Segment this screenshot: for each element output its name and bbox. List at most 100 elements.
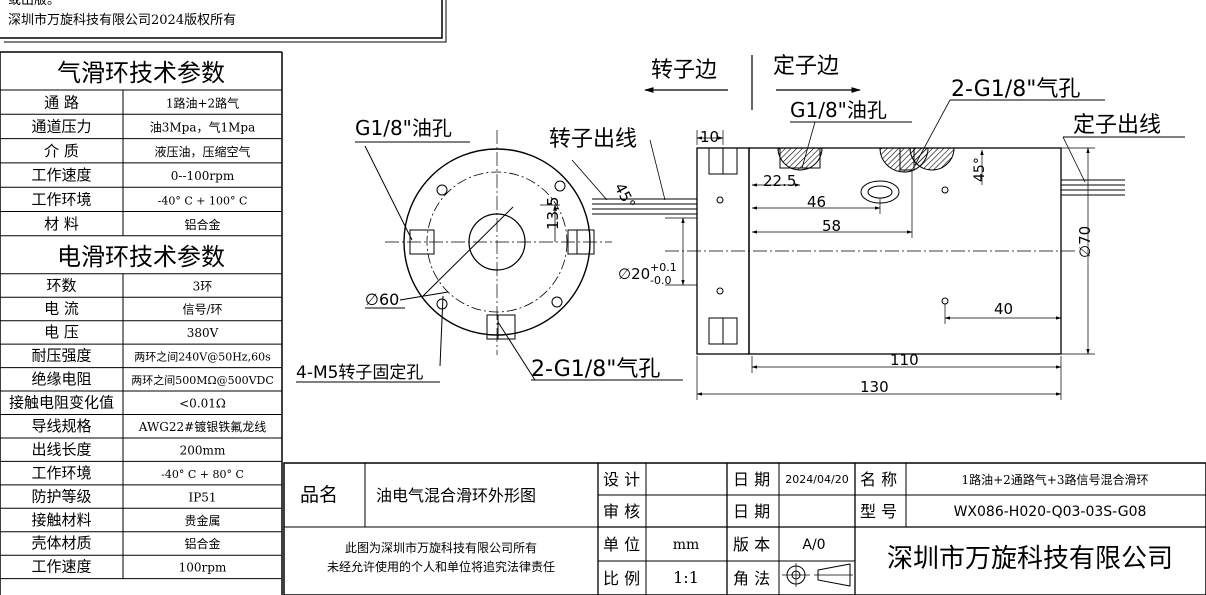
spec-label: 导线规格 xyxy=(31,417,91,435)
bolt-hole xyxy=(436,298,448,310)
dim-d60-label: ∅60 xyxy=(365,290,399,309)
company-name: 深圳市万旋科技有限公司 xyxy=(887,544,1173,574)
spec-label: 防护等级 xyxy=(31,487,91,505)
model-value: WX086-H020-Q03-03S-G08 xyxy=(954,504,1147,520)
elec_section-title: 电滑环技术参数 xyxy=(57,243,225,271)
dim-10-label: 10 xyxy=(700,128,719,146)
spec-value: 3环 xyxy=(193,279,213,293)
front-view xyxy=(364,130,697,381)
spec-value: 贵金属 xyxy=(184,513,220,528)
name-value: 1路油+2通路气+3路信号混合滑环 xyxy=(961,472,1148,487)
bolt-hole xyxy=(554,180,566,192)
spec-label: 工作环境 xyxy=(31,191,91,209)
spec-label: 工作速度 xyxy=(31,558,91,576)
design-label: 设 计 xyxy=(603,470,640,489)
spec-label: 接触材料 xyxy=(31,511,91,529)
tol-upper-label: +0.1 xyxy=(650,261,677,274)
dim-58-label: 58 xyxy=(822,217,841,235)
spec-value: 信号/环 xyxy=(182,303,222,317)
spec-value: 1路油+2路气 xyxy=(166,95,239,110)
dim-d20-label: ∅20 xyxy=(618,265,650,283)
bolt-hole xyxy=(551,296,563,308)
notice-line-1: 或出版。 xyxy=(8,0,60,8)
spec-label: 电 压 xyxy=(44,323,79,341)
date-label: 日 期 xyxy=(733,470,770,489)
spec-value: 380V xyxy=(187,326,219,340)
spec-label: 电 流 xyxy=(44,300,79,318)
spec-value: 0--100rpm xyxy=(171,169,235,183)
dim-46-label: 46 xyxy=(807,193,826,211)
dim-40-label: 40 xyxy=(994,300,1013,318)
spec-value: 铝合金 xyxy=(184,536,220,551)
spec-value: 100rpm xyxy=(179,561,227,575)
rotor-leads-label: 转子出线 xyxy=(549,127,637,152)
port-bottom xyxy=(486,314,516,340)
spec-value: -40° C + 100° C xyxy=(158,195,248,208)
angle-left-label: 45° xyxy=(611,180,639,212)
dim-110-label: 110 xyxy=(890,351,919,369)
stator-leads-label: 定子出线 xyxy=(1073,113,1161,138)
title-block xyxy=(283,462,1206,595)
unit-label: 单 位 xyxy=(603,535,640,554)
oil-hole-label-top: G1/8"油孔 xyxy=(790,98,887,122)
air-holes-top-label: 2-G1/8"气孔 xyxy=(951,77,1080,102)
spec-value: 液压油，压缩空气 xyxy=(154,144,250,159)
rotor-side-label: 转子边 xyxy=(651,58,717,83)
product-name: 油电气混合滑环外形图 xyxy=(376,486,536,505)
spec-label: 出线长度 xyxy=(31,440,91,458)
dim-130-label: 130 xyxy=(860,378,889,396)
copyright-line-2: 未经允许使用的个人和单位将追究法律责任 xyxy=(327,559,555,574)
spec-value: IP51 xyxy=(188,490,216,504)
date-value: 2024/04/20 xyxy=(785,473,848,486)
side-view xyxy=(644,55,1185,400)
angle-right-label: 45° xyxy=(972,157,988,182)
notice-line-2: 深圳市万旋科技有限公司2024版权所有 xyxy=(8,12,236,28)
spec-value: 铝合金 xyxy=(184,217,220,232)
projection-label: 角 法 xyxy=(733,569,770,588)
gas_section-title: 气滑环技术参数 xyxy=(57,59,225,87)
port-left xyxy=(409,229,435,255)
port-right xyxy=(567,229,595,255)
oil-hole-label-left: G1/8"油孔 xyxy=(355,116,452,140)
spec-label: 耐压强度 xyxy=(31,347,91,365)
dim-13-5-label: 13.5 xyxy=(544,197,562,230)
model-label: 型 号 xyxy=(860,502,897,521)
product-label: 品名 xyxy=(300,484,338,506)
spec-label: 通道压力 xyxy=(31,118,91,136)
stator-side-label: 定子边 xyxy=(773,54,839,79)
spec-label: 绝缘电阻 xyxy=(31,370,91,388)
spec-label: 工作环境 xyxy=(31,464,91,482)
spec-value: 油3Mpa，气1Mpa xyxy=(150,120,256,135)
scale-value: 1:1 xyxy=(673,568,699,587)
oil-port-hatch xyxy=(777,147,823,171)
bolt-hole xyxy=(436,184,448,196)
fix-holes-label: 4-M5转子固定孔 xyxy=(296,363,423,383)
spec-label: 壳体材质 xyxy=(31,534,91,552)
spec-label: 介 质 xyxy=(44,142,79,160)
dim-22-5-label: 22.5 xyxy=(763,172,796,190)
spec-value: <0.01Ω xyxy=(179,397,226,411)
version-value: A/0 xyxy=(802,537,825,553)
spec-value: -40° C + 80° C xyxy=(161,468,244,481)
spec-label: 接触电阻变化值 xyxy=(9,394,114,412)
copyright-notice: 或出版。 深圳市万旋科技有限公司2024版权所有 xyxy=(0,0,447,43)
spec-label: 工作速度 xyxy=(31,166,91,184)
spec-value: AWG22#镀银铁氟龙线 xyxy=(138,420,266,434)
unit-value: mm xyxy=(673,537,700,553)
copyright-line-1: 此图为深圳市万旋科技有限公司所有 xyxy=(345,540,537,555)
spec-value: 两环之间500MΩ@500VDC xyxy=(131,373,274,387)
spec-label: 环数 xyxy=(46,276,76,294)
air-holes-bottom-label: 2-G1/8"气孔 xyxy=(531,357,660,382)
review-label: 审 核 xyxy=(603,502,640,521)
version-label: 版 本 xyxy=(733,535,770,554)
spec-label: 材 料 xyxy=(44,215,79,233)
spec-value: 200mm xyxy=(180,443,226,457)
spec-value: 两环之间240V@50Hz,60s xyxy=(134,350,271,364)
name-label: 名 称 xyxy=(860,470,897,489)
date2-label: 日 期 xyxy=(733,502,770,521)
spec-label: 通 路 xyxy=(44,93,79,111)
dim-d70-label: ∅70 xyxy=(1076,226,1094,258)
tol-lower-label: -0.0 xyxy=(650,274,671,287)
